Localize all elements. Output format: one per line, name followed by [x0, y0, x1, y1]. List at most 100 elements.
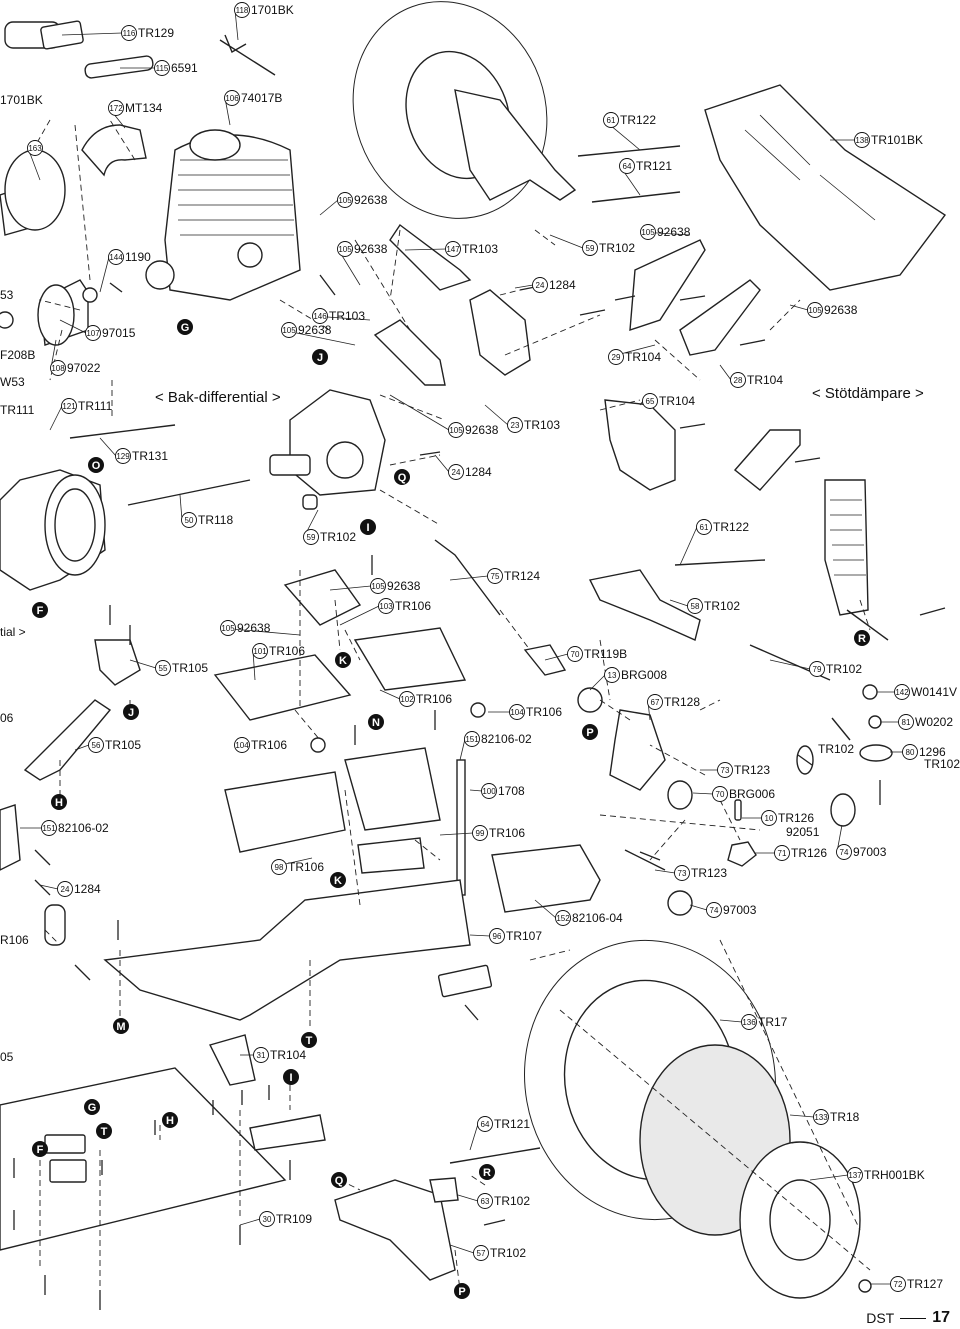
- callout-number-badge: [41, 820, 57, 836]
- part-code: TR106: [526, 705, 562, 719]
- brand-label: DST: [866, 1310, 895, 1326]
- part-code: 92638: [657, 225, 691, 239]
- callout-number: 152: [556, 914, 570, 923]
- callout-number: 61: [607, 116, 616, 125]
- part-code: TR103: [462, 242, 498, 256]
- callout-number: 24: [452, 468, 461, 477]
- leader-line: [459, 738, 466, 761]
- leader-line: [719, 364, 732, 381]
- leader-line: [99, 256, 110, 293]
- leader-line: [469, 1123, 479, 1151]
- marker-disc: [360, 519, 376, 535]
- marker-disc: [368, 714, 384, 730]
- callout-number-badge: [370, 578, 386, 594]
- marker-letter: K: [339, 655, 347, 667]
- callout-number-badge: [61, 398, 77, 414]
- callout-number-badge: [481, 783, 497, 799]
- leader-line: [457, 1194, 479, 1202]
- callout-number-badge: [761, 810, 777, 826]
- part-code: 82106-02: [58, 821, 109, 835]
- callout-number: 129: [116, 452, 130, 461]
- part-code: 1284: [74, 882, 101, 896]
- callout-number-badge: [507, 417, 523, 433]
- page-footer: DST 17: [866, 1309, 950, 1327]
- marker-letter: H: [55, 797, 63, 809]
- part-callout: R106: [0, 933, 29, 947]
- part-callout: 06: [0, 711, 14, 725]
- part-code: TR103: [524, 418, 560, 432]
- callout-number: 24: [61, 885, 70, 894]
- marker-disc: [582, 724, 598, 740]
- callout-number-badge: [809, 661, 825, 677]
- part-code: 1284: [549, 278, 576, 292]
- part-code: TR102: [599, 241, 635, 255]
- marker-disc: [84, 1099, 100, 1115]
- leader-line: [234, 9, 239, 41]
- callout-number-badge: [604, 667, 620, 683]
- assembly-marker: R: [479, 1164, 495, 1180]
- part-callout: 05: [0, 1050, 14, 1064]
- assembly-marker: M: [113, 1018, 129, 1034]
- bottom-tire-part: [524, 939, 861, 1299]
- callout-number: 65: [646, 397, 655, 406]
- callout-number-badge: [448, 422, 464, 438]
- engine-part: [145, 129, 301, 301]
- marker-letter: G: [88, 1102, 97, 1114]
- part-code: 1701BK: [251, 3, 294, 17]
- marker-letter: G: [181, 322, 190, 334]
- leader-line: [514, 284, 534, 289]
- leader-line: [484, 404, 509, 426]
- callout-number-badge: [85, 325, 101, 341]
- part-code: TR104: [747, 373, 783, 387]
- leader-line: [589, 674, 606, 691]
- callout-number: 105: [449, 426, 463, 435]
- part-code: TR121: [494, 1117, 530, 1131]
- part-code: TR106: [395, 599, 431, 613]
- leader-line: [689, 904, 708, 911]
- callout-number: 10: [765, 814, 774, 823]
- callout-number-badge: [337, 192, 353, 208]
- marker-letter: H: [166, 1115, 174, 1127]
- callout-number-badge: [712, 786, 728, 802]
- callout-number-badge: [464, 731, 480, 747]
- leader-line: [449, 575, 489, 581]
- leader-line: [389, 394, 450, 431]
- part-code: TR131: [132, 449, 168, 463]
- assembly-marker: J: [312, 349, 328, 365]
- callout-number-badge: [741, 1014, 757, 1030]
- diff-gear-part: [0, 149, 89, 346]
- callout-number-badge: [259, 1211, 275, 1227]
- part-code: 92638: [298, 323, 332, 337]
- part-code: TR106: [416, 692, 452, 706]
- callout-number-badge: [271, 859, 287, 875]
- part-code: TRH001BK: [864, 1168, 925, 1182]
- part-callout: 163: [27, 140, 43, 156]
- part-code: TR109: [276, 1212, 312, 1226]
- marker-letter: O: [92, 460, 101, 472]
- leader-line: [239, 1218, 261, 1226]
- section-titles: < Bak-differential > < Stötdämpare >: [155, 385, 924, 406]
- marker-letter: J: [317, 352, 323, 364]
